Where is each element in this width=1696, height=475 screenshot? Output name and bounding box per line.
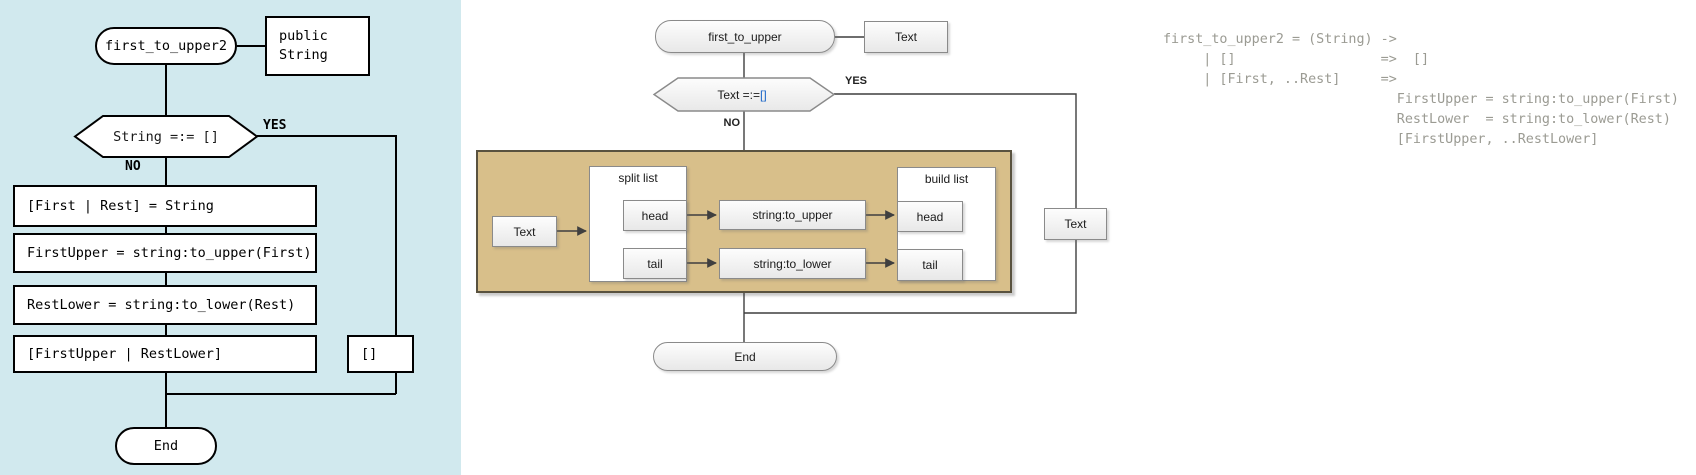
code-line-4: FirstUpper = string:to_upper(First) <box>1163 92 1679 107</box>
code-snippet: first_to_upper2 = (String) -> | [] => []… <box>1163 30 1679 150</box>
left-note-line1: public <box>279 28 328 44</box>
code-line-3: | [First, ..Rest] => <box>1163 72 1397 87</box>
build-list-label: build list <box>924 172 969 186</box>
split-head-box: head <box>623 200 687 231</box>
code-line-2: | [] => [] <box>1163 52 1430 67</box>
left-step-2: FirstUpper = string:to_upper(First) <box>13 233 317 273</box>
left-note-box: public String <box>265 16 370 76</box>
build-tail-box: tail <box>897 249 963 281</box>
left-end-node: End <box>115 427 217 465</box>
code-line-6: [FirstUpper, ..RestLower] <box>1163 132 1599 147</box>
mid-decision-prefix: Text =:= <box>717 87 761 102</box>
to-lower-box: string:to_lower <box>719 248 866 279</box>
mid-start-label: first_to_upper <box>708 29 782 44</box>
left-no-label: NO <box>125 159 141 174</box>
left-note-line2: String <box>279 47 328 63</box>
left-start-node: first_to_upper2 <box>95 27 237 65</box>
left-start-label: first_to_upper2 <box>105 38 227 54</box>
mid-note-box: Text <box>864 21 948 53</box>
mid-decision-label: Text =:= [] <box>664 78 820 111</box>
build-head-box: head <box>897 201 963 232</box>
left-yes-label: YES <box>263 118 287 133</box>
to-upper-box: string:to_upper <box>719 200 866 230</box>
mid-decision-brackets: [] <box>760 87 767 102</box>
left-empty-result-box: [] <box>347 335 414 373</box>
mid-no-label: NO <box>723 117 741 129</box>
mid-end-node: End <box>653 342 837 371</box>
left-step-4: [FirstUpper | RestLower] <box>13 335 317 373</box>
split-tail-box: tail <box>623 248 687 279</box>
left-step-1: [First | Rest] = String <box>13 185 317 227</box>
code-line-1: first_to_upper2 = (String) -> <box>1163 32 1397 47</box>
mid-yes-label: YES <box>845 75 868 87</box>
left-decision-label: String =:= [] <box>113 128 219 145</box>
mid-input-box: Text <box>492 216 557 247</box>
split-list-label: split list <box>618 171 658 185</box>
mid-start-node: first_to_upper <box>655 20 835 53</box>
code-line-5: RestLower = string:to_lower(Rest) <box>1163 112 1671 127</box>
mid-output-box: Text <box>1044 208 1107 240</box>
left-step-3: RestLower = string:to_lower(Rest) <box>13 285 317 325</box>
